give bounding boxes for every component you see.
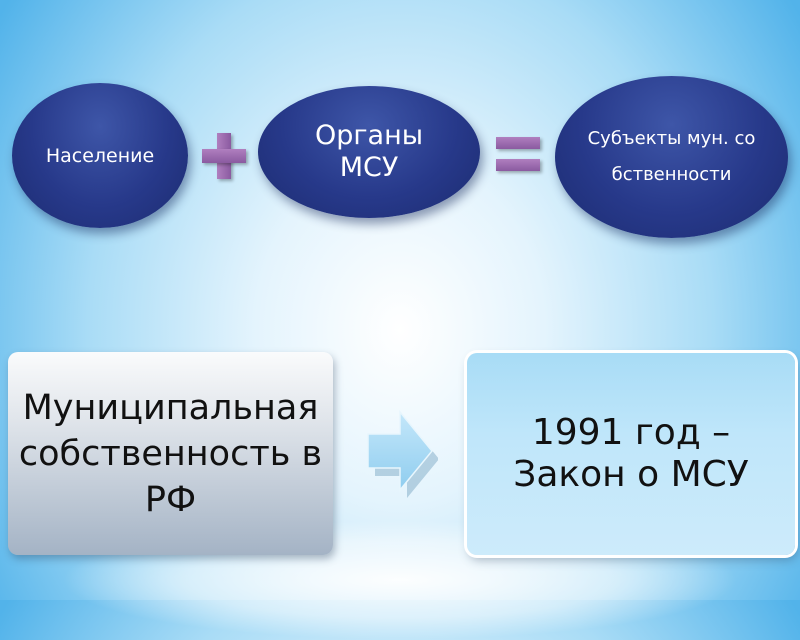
- subjects-node: Субъекты мун. собственности: [555, 76, 788, 238]
- equals-icon: [496, 137, 540, 173]
- right-arrow-icon: [367, 410, 438, 498]
- msu-bodies-node: Органы МСУ: [258, 86, 480, 218]
- plus-icon: [202, 133, 246, 179]
- msu-law-box: 1991 год – Закон о МСУ: [467, 353, 795, 555]
- population-node: Население: [12, 83, 188, 228]
- msu-law-label: 1991 год – Закон о МСУ: [513, 412, 749, 495]
- msu-bodies-label: Органы МСУ: [314, 120, 424, 183]
- municipal-property-label: Муниципальная собственность в РФ: [18, 387, 323, 520]
- municipal-property-box: Муниципальная собственность в РФ: [8, 352, 333, 555]
- population-label: Население: [45, 144, 155, 167]
- subjects-label: Субъекты мун. собственности: [587, 128, 756, 185]
